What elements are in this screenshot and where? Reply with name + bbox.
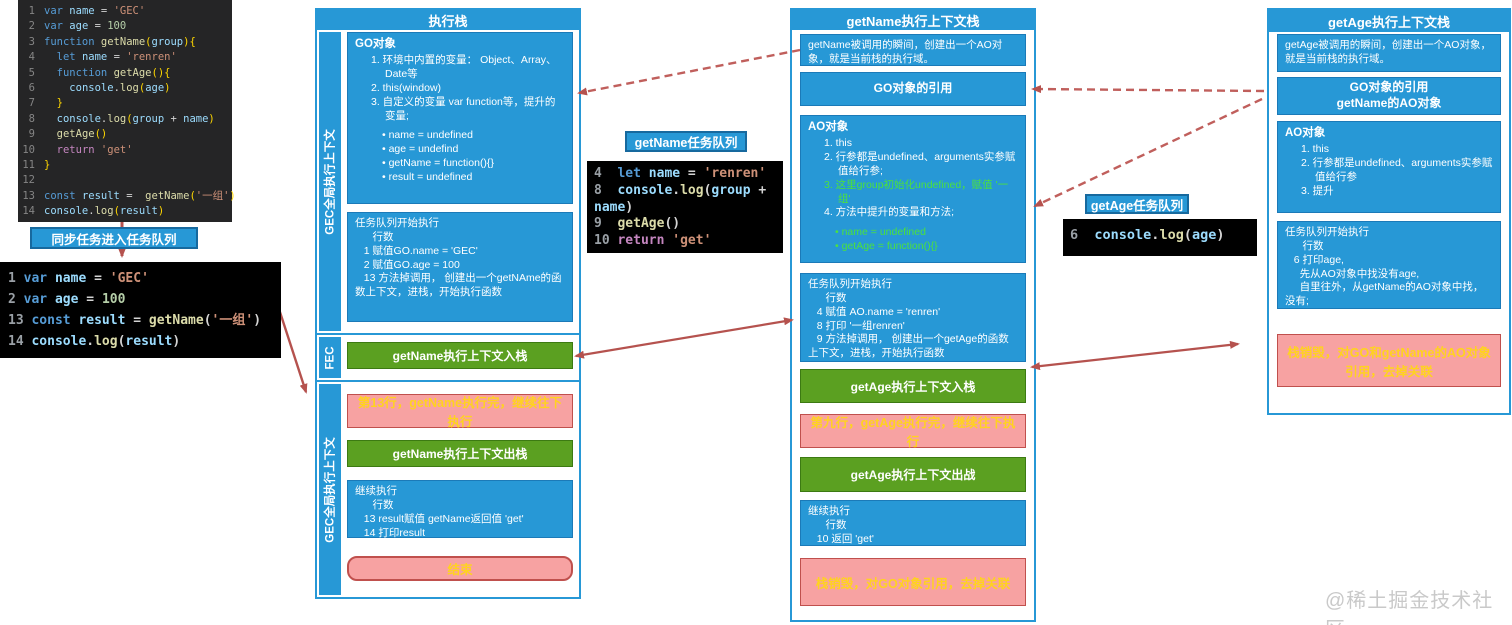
code-line: name) xyxy=(594,199,634,215)
code-line: 9 getAge() xyxy=(28,128,108,141)
sync-task-label: 同步任务进入任务队列 xyxy=(30,227,198,249)
sidebar-gec-bottom: GEC全局执行上下文 xyxy=(319,384,341,595)
getname-stack-title: getName执行上下文栈 xyxy=(792,10,1034,30)
code-line: 10 return 'get' xyxy=(594,233,712,249)
arrow-getage-goref-to-getname-ao xyxy=(1033,97,1263,208)
code-line: 7 } xyxy=(28,97,63,110)
continue-exec-box: 继续执行 行数 13 result赋值 getName返回值 'get' 14 … xyxy=(347,480,573,539)
sidebar-fec: FEC xyxy=(319,337,341,378)
arrow-push-getname xyxy=(574,317,794,359)
getname-task-box: 任务队列开始执行 行数 4 赋值 AO.name = 'renren' 8 打印… xyxy=(800,273,1026,362)
task-queue-exec-box: 任务队列开始执行 行数 1 赋值GO.name = 'GEC' 2 赋值GO.a… xyxy=(347,212,573,322)
getage-ao-box: AO对象 1. this 2. 行参都是undefined、arguments实… xyxy=(1277,121,1501,213)
getname-done-bar: 第13行，getName执行完，继续往下执行 xyxy=(347,394,573,429)
code-line: 4 let name = 'renren' xyxy=(594,166,767,181)
code-line: 11} xyxy=(22,159,51,172)
getage-done-bar: 第九行，getAge执行完，继续往下执行 xyxy=(800,414,1026,449)
getage-intro-box: getAge被调用的瞬间，创建出一个AO对象，就是当前栈的执行域。 xyxy=(1277,34,1501,72)
arrow-push-getage xyxy=(1030,340,1240,371)
exec-stack-column: 执行栈 GEC全局执行上下文 FEC GEC全局执行上下文 GO对象 1. 环境… xyxy=(315,8,581,599)
arrow-sync-to-stack xyxy=(276,305,308,394)
getage-stack-title: getAge执行上下文栈 xyxy=(1269,10,1509,32)
arrow-getage-goref-to-getname-goref xyxy=(1031,85,1265,94)
getage-queue-label: getAge任务队列 xyxy=(1085,194,1189,214)
watermark: @稀土掘金技术社区 xyxy=(1325,590,1494,625)
go-ref-box: GO对象的引用 xyxy=(800,72,1026,106)
getage-stack-column: getAge执行上下文栈 getAge被调用的瞬间，创建出一个AO对象，就是当前… xyxy=(1267,8,1511,415)
code-line: 9 getAge() xyxy=(594,216,681,232)
code-line: 4 let name = 'renren' xyxy=(28,51,177,64)
getname-code-block: 4 let name = 'renren'8 console.log(group… xyxy=(587,161,783,253)
getage-task-box: 任务队列开始执行 行数 6 打印age, 先从AO对象中找没有age, 自里往外… xyxy=(1277,221,1501,321)
getname-intro-box: getName被调用的瞬间，创建出一个AO对象，就是当前栈的执行域。 xyxy=(800,34,1026,66)
code-line: 13 const result = getName('一组') xyxy=(8,313,262,328)
getname-ao-box: AO对象 1. this 2. 行参都是undefined、arguments实… xyxy=(800,115,1026,263)
code-line: 12 xyxy=(22,174,35,187)
arrow-getname-ao-to-go xyxy=(577,48,801,96)
code-line: 8 console.log(group + xyxy=(594,182,767,198)
sync-task-code-block: 1 var name = 'GEC' 2 var age = 100 13 cons… xyxy=(0,262,281,358)
getname-queue-label: getName任务队列 xyxy=(625,131,747,152)
code-line: 1 var name = 'GEC' xyxy=(8,271,149,286)
getname-pop-bar: getName执行上下文出栈 xyxy=(347,440,573,467)
go-object-box: GO对象 1. 环境中内置的变量： Object、Array、Date等 2. … xyxy=(347,32,573,204)
exec-stack-title: 执行栈 xyxy=(317,10,579,30)
sidebar-gec-top: GEC全局执行上下文 xyxy=(319,32,341,331)
getname-stack-column: getName执行上下文栈 getName被调用的瞬间，创建出一个AO对象，就是… xyxy=(790,8,1036,622)
getage-pop-bar: getAge执行上下文出战 xyxy=(800,457,1026,492)
section-divider xyxy=(317,333,579,335)
getage-code-block: 6 console.log(age) xyxy=(1063,219,1257,256)
getage-go-ref-box: GO对象的引用 getName的AO对象 xyxy=(1277,77,1501,115)
code-line: 10 return 'get' xyxy=(22,143,133,156)
code-line: 6 console.log(age) xyxy=(1070,227,1225,243)
code-line: 8 console.log(group + name) xyxy=(28,112,215,125)
code-line: 14 console.log(result) xyxy=(8,334,181,349)
code-line: 2 var age = 100 xyxy=(8,292,126,307)
code-line: 5 function getAge(){ xyxy=(28,66,171,79)
code-line: 6 console.log(age) xyxy=(28,82,171,95)
getname-destroy-bar: 栈销毁，对GO对象引用，去掉关联 xyxy=(800,558,1026,606)
getage-destroy-bar: 栈销毁，对GO和getName的AO对象引用，去掉关联 xyxy=(1277,334,1501,387)
getage-push-bar: getAge执行上下文入栈 xyxy=(800,369,1026,403)
end-bar: 结束 xyxy=(347,556,573,581)
getname-push-bar: getName执行上下文入栈 xyxy=(347,342,573,369)
section-divider xyxy=(317,380,579,382)
getname-continue-box: 继续执行 行数 10 返回 'get' xyxy=(800,500,1026,546)
